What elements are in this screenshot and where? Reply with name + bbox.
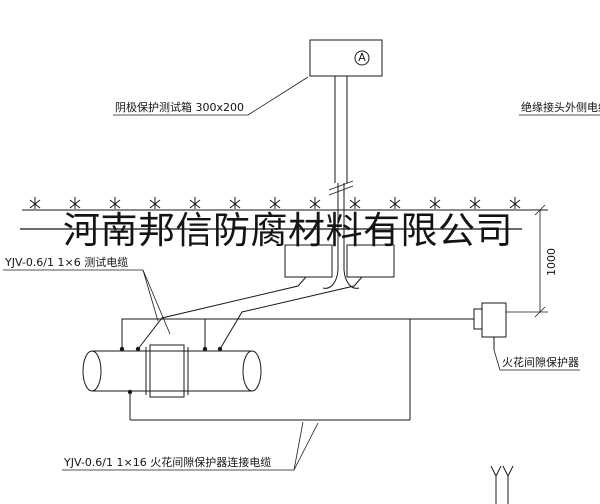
annotations: 阴极保护测试箱 300x200 绝缘接头外侧电缆 YJV-0.6/1 1×6 测… (3, 76, 600, 471)
label-spark-gap-protector: 火花间隙保护器 (502, 355, 579, 369)
insulating-joint (149, 344, 185, 398)
label-test-cable: YJV-0.6/1 1×6 测试电缆 (4, 256, 128, 269)
watermark: 河南邦信防腐材料有限公司 (20, 209, 522, 252)
label-connection-cable-leader-1 (293, 421, 304, 471)
dimension-label: 1000 (545, 248, 558, 276)
label-connection-cable: YJV-0.6/1 1×16 火花间隙保护器连接电缆 (63, 455, 271, 469)
test-box-body (309, 39, 383, 77)
ammeter-letter: A (358, 51, 366, 64)
label-test-box-leader (247, 76, 309, 116)
foundation-right (346, 244, 395, 278)
watermark-text: 河南邦信防腐材料有限公司 (63, 209, 513, 252)
conduit-break-mark (328, 180, 354, 191)
break-symbol (490, 465, 514, 504)
ammeter-symbol (354, 50, 370, 66)
cable-lug (202, 346, 208, 352)
spark-gap-wire-top (121, 318, 474, 349)
concrete-foundations (284, 244, 395, 278)
cable-lug-bottom (127, 389, 133, 395)
protector-body (481, 302, 507, 338)
pipe-left-end (82, 350, 102, 392)
riser-conduit (322, 76, 360, 289)
dimension-tick-bottom (534, 306, 546, 318)
ground-surface (22, 196, 548, 211)
dimension-tick-top (534, 204, 546, 216)
protector-terminal (473, 308, 483, 330)
label-test-cable-leader-1 (142, 269, 159, 322)
cable-end-right (343, 269, 360, 289)
label-test-box: 阴极保护测试箱 300x200 (115, 100, 244, 114)
cable-lug (119, 346, 125, 352)
test-cable-2 (219, 276, 363, 350)
foundation-left (284, 244, 333, 278)
label-spark-gap-leader (493, 349, 501, 371)
label-test-cable-leader-2 (142, 269, 171, 335)
cabling (121, 276, 474, 421)
pipe-right-end (242, 350, 262, 392)
cable-end-left (322, 269, 339, 289)
test-cable-1 (137, 276, 307, 350)
label-connection-cable-leader-2 (293, 422, 319, 471)
dimension: 1000 (506, 204, 558, 318)
label-insulated-joint-cable: 绝缘接头外侧电缆 (521, 100, 600, 114)
cable-lug (135, 346, 141, 352)
cable-lug (217, 346, 223, 352)
spark-gap-protector (473, 302, 507, 350)
conduit-break-mark (328, 185, 354, 196)
soil-marks (29, 196, 521, 210)
pipeline (82, 344, 262, 398)
test-box: A (309, 39, 383, 77)
